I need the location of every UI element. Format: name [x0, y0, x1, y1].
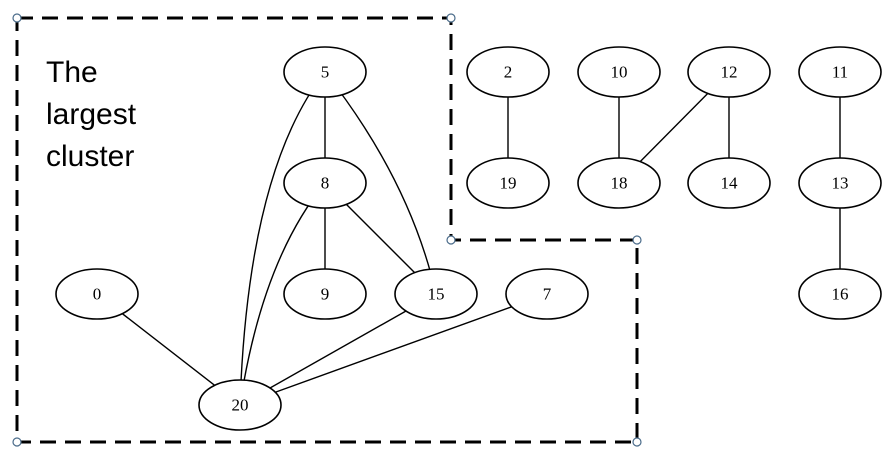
- node-label: 16: [832, 285, 849, 304]
- node-label: 7: [543, 285, 552, 304]
- edge-7-20: [239, 293, 548, 406]
- node-2[interactable]: 2: [466, 46, 550, 98]
- edge-5-15: [324, 71, 437, 295]
- node-ellipse: [466, 46, 550, 98]
- selection-handle[interactable]: [632, 437, 642, 447]
- node-ellipse: [198, 379, 282, 431]
- node-label: 0: [93, 285, 102, 304]
- selection-handle[interactable]: [12, 437, 22, 447]
- node-label: 11: [832, 63, 848, 82]
- node-ellipse: [798, 46, 882, 98]
- node-ellipse: [505, 268, 589, 320]
- node-19[interactable]: 19: [466, 157, 550, 209]
- node-label: 18: [611, 174, 628, 193]
- node-ellipse: [687, 157, 771, 209]
- node-0[interactable]: 0: [55, 268, 139, 320]
- node-18[interactable]: 18: [577, 157, 661, 209]
- node-10[interactable]: 10: [577, 46, 661, 98]
- node-16[interactable]: 16: [798, 268, 882, 320]
- node-ellipse: [466, 157, 550, 209]
- node-label: 5: [321, 63, 330, 82]
- node-ellipse: [55, 268, 139, 320]
- selection-handle[interactable]: [632, 235, 642, 245]
- node-label: 14: [721, 174, 739, 193]
- node-20[interactable]: 20: [198, 379, 282, 431]
- node-14[interactable]: 14: [687, 157, 771, 209]
- annotation-line: The: [46, 56, 98, 89]
- node-5[interactable]: 5: [283, 46, 367, 98]
- selection-handle[interactable]: [446, 13, 456, 23]
- node-label: 9: [321, 285, 330, 304]
- annotation-line: largest: [46, 98, 137, 131]
- node-ellipse: [577, 46, 661, 98]
- edge-15-20: [239, 293, 437, 406]
- edge-5-20: [239, 71, 326, 406]
- node-8[interactable]: 8: [283, 157, 367, 209]
- node-label: 19: [500, 174, 517, 193]
- node-7[interactable]: 7: [505, 268, 589, 320]
- node-ellipse: [283, 46, 367, 98]
- node-ellipse: [798, 268, 882, 320]
- node-label: 20: [232, 396, 249, 415]
- node-label: 10: [611, 63, 628, 82]
- annotation-line: cluster: [46, 140, 134, 173]
- node-ellipse: [283, 157, 367, 209]
- selection-handle[interactable]: [446, 235, 456, 245]
- node-label: 15: [428, 285, 445, 304]
- node-layer: 5 2 10 12 11 8 19 18 14 13 0 9 15 7 16 20: [55, 46, 882, 431]
- node-ellipse: [394, 268, 478, 320]
- node-12[interactable]: 12: [687, 46, 771, 98]
- node-label: 8: [321, 174, 330, 193]
- node-15[interactable]: 15: [394, 268, 478, 320]
- node-ellipse: [283, 268, 367, 320]
- selection-handle[interactable]: [12, 13, 22, 23]
- node-label: 2: [504, 63, 513, 82]
- node-13[interactable]: 13: [798, 157, 882, 209]
- node-9[interactable]: 9: [283, 268, 367, 320]
- node-label: 12: [721, 63, 738, 82]
- node-ellipse: [798, 157, 882, 209]
- node-ellipse: [687, 46, 771, 98]
- edge-layer: [96, 71, 841, 406]
- cluster-annotation: The largest cluster: [46, 56, 144, 173]
- node-ellipse: [577, 157, 661, 209]
- node-label: 13: [832, 174, 849, 193]
- node-11[interactable]: 11: [798, 46, 882, 98]
